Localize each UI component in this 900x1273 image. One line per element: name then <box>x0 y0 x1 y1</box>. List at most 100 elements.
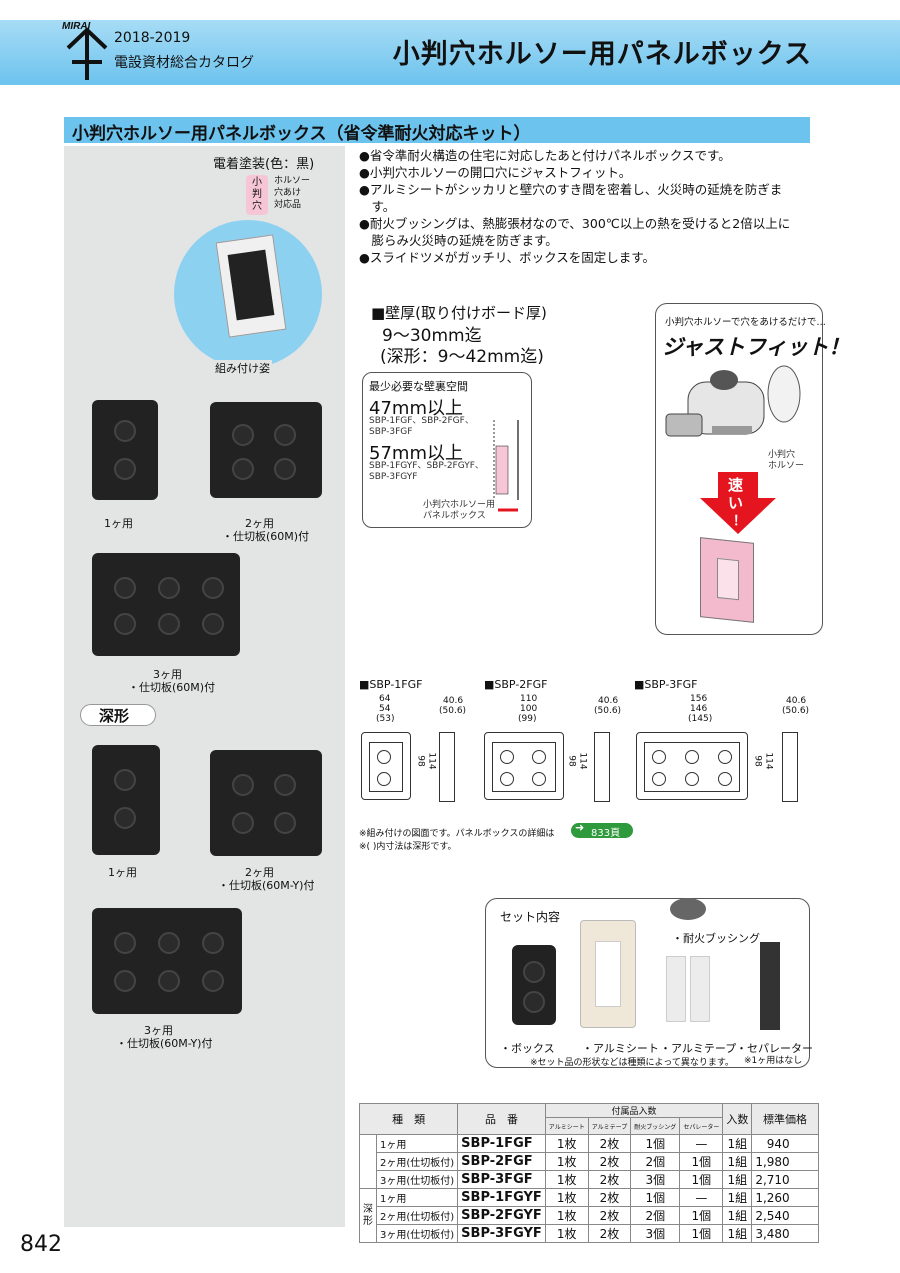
dim-w1: 64 <box>379 694 391 704</box>
just-fit-headline: ジャストフィット！ <box>662 335 850 359</box>
table-row: 3ヶ用(仕切板付) SBP-3FGF 1枚 2枚 3個 1個 1組 2,710 <box>360 1170 819 1189</box>
badge-text-line: 対応品 <box>274 200 302 210</box>
page-title: 小判穴ホルソー用パネルボックス <box>392 39 812 70</box>
cell-model: SBP-2FGF <box>457 1152 546 1171</box>
badge-text-line: ホルソー <box>274 176 311 186</box>
catalog-name: 電設資材総合カタログ <box>114 55 254 71</box>
knockout <box>377 772 391 786</box>
page-reference-link[interactable]: ➜ 833頁 <box>571 821 633 839</box>
dim-h1: 98 <box>752 755 763 767</box>
group-cell <box>359 1134 377 1189</box>
cell-price: 940 <box>751 1134 819 1153</box>
knockout <box>652 750 666 764</box>
set-item-sheet: ・アルミシート <box>582 1042 659 1055</box>
box-2gang-photo <box>210 402 322 498</box>
dim-w1: 110 <box>520 694 538 704</box>
drawing-sbp-2fgf: 110 100 (99) 98 114 40.6 (50.6) <box>484 694 624 814</box>
wall-space-models-2a: SBP-1FGYF、SBP-2FGYF、 <box>369 461 484 471</box>
cell-separator: 1個 <box>679 1206 724 1225</box>
header-band <box>0 20 900 85</box>
outline <box>484 732 564 800</box>
label-2gang: 2ヶ用 <box>245 517 274 530</box>
catalog-years: 2018-2019 <box>114 30 191 46</box>
knockout <box>532 772 546 786</box>
hole-saw-illustration <box>665 365 801 437</box>
dim-d1: 40.6 <box>598 696 619 706</box>
cell-bushing: 2個 <box>630 1206 681 1225</box>
sublabel-deep-2gang: ・仕切板(60M-Y)付 <box>218 879 315 892</box>
page-number: 842 <box>20 1232 62 1257</box>
dim-w2: 146 <box>690 704 708 714</box>
feature-item: ●スライドツメがガッチリ、ボックスを固定します。 <box>359 250 656 265</box>
label-deep-1gang: 1ヶ用 <box>108 866 137 879</box>
dim-h2: 114 <box>577 752 588 770</box>
set-aluminium-sheet-photo <box>580 920 636 1028</box>
dim-d2: (50.6) <box>439 706 467 716</box>
section-title: 小判穴ホルソー用パネルボックス（省令準耐火対応キット） <box>72 124 531 144</box>
knockout <box>685 772 699 786</box>
cell-type: 2ヶ用(仕切板付) <box>375 1152 459 1171</box>
drawing-title-3: ■SBP-3FGF <box>634 678 698 691</box>
set-aluminium-tape-photo <box>690 956 710 1022</box>
feature-list: ●省令準耐火構造の住宅に対応したあと付けパネルボックスです。 ●小判穴ホルソーの… <box>359 147 819 266</box>
feature-item: 膨らみ火災時の延焼を防ぎます。 <box>359 233 558 248</box>
knockout <box>718 772 732 786</box>
feature-item: ●省令準耐火構造の住宅に対応したあと付けパネルボックスです。 <box>359 148 731 163</box>
cell-separator: 1個 <box>679 1170 724 1189</box>
drawing-note-1: ※組み付けの図面です。パネルボックスの詳細は <box>359 829 555 839</box>
fitted-box-opening <box>717 557 739 601</box>
th-acc-separator: セパレーター <box>679 1117 724 1135</box>
drawing-sbp-1fgf: 64 54 (53) 98 114 40.6 (50.6) <box>359 694 466 814</box>
cell-model: SBP-3FGYF <box>457 1224 546 1243</box>
cell-qty: 1組 <box>722 1206 753 1225</box>
cell-price: 2,540 <box>751 1206 819 1225</box>
cell-model: SBP-3FGF <box>457 1170 546 1189</box>
feature-item: ●アルミシートがシッカリと壁穴のすき間を密着し、火災時の延焼を防ぎま <box>359 182 783 197</box>
cell-type: 3ヶ用(仕切板付) <box>375 1170 459 1189</box>
cell-bushing: 1個 <box>630 1134 681 1153</box>
set-item-separator: ・セパレーター <box>736 1042 813 1055</box>
separator-note: ※1ヶ用はなし <box>744 1056 803 1066</box>
cell-qty: 1組 <box>722 1170 753 1189</box>
cell-price: 1,980 <box>751 1152 819 1171</box>
price-table: 種 類 品 番 付属品入数 入数 標準価格 アルミシート アルミテープ 耐火ブッ… <box>358 1103 819 1243</box>
box-1gang-photo <box>92 400 158 500</box>
drawing-title-2: ■SBP-2FGF <box>484 678 548 691</box>
cell-bushing: 3個 <box>630 1224 681 1243</box>
arrow-right-icon: ➜ <box>575 821 585 834</box>
cell-tape: 2枚 <box>587 1188 632 1207</box>
dim-w3: (99) <box>518 714 537 724</box>
deep-tag-text: 深形 <box>99 707 130 725</box>
deep-tag <box>80 704 156 726</box>
wall-space-title: 最少必要な壁裏空間 <box>369 380 468 393</box>
cell-bushing: 2個 <box>630 1152 681 1171</box>
knockout <box>532 750 546 764</box>
mirai-logo: MIRAI <box>62 21 108 80</box>
knockout <box>652 772 666 786</box>
feature-item: す。 <box>359 199 396 214</box>
cell-price: 1,260 <box>751 1188 819 1207</box>
th-type: 種 類 <box>358 1103 459 1135</box>
sheet-opening <box>595 941 621 1007</box>
cell-tape: 2枚 <box>587 1134 632 1153</box>
badge-text-line: 穴あけ <box>274 188 302 198</box>
dim-d2: (50.6) <box>594 706 622 716</box>
table-row: 2ヶ用(仕切板付) SBP-2FGF 1枚 2枚 2個 1個 1組 1,980 <box>360 1152 819 1171</box>
th-acc-tape: アルミテープ <box>587 1117 632 1135</box>
cell-qty: 1組 <box>722 1134 753 1153</box>
inner-outline <box>644 742 740 792</box>
wall-space-value-2: 57mm以上 <box>369 443 463 464</box>
fast-arrow-char: い <box>728 494 744 512</box>
inner-outline <box>492 742 556 792</box>
dim-h2: 114 <box>763 752 774 770</box>
cell-sheet: 1枚 <box>544 1188 589 1207</box>
hole-saw-label-1: 小判穴 <box>768 450 796 460</box>
cell-type: 3ヶ用(仕切板付) <box>375 1224 459 1243</box>
wall-thickness-range: 9〜30mm迄 <box>382 326 482 346</box>
label-3gang: 3ヶ用 <box>153 668 182 681</box>
table-row: 深形 1ヶ用 SBP-1FGYF 1枚 2枚 1個 — 1組 1,260 <box>359 1188 819 1243</box>
inner-outline <box>369 742 403 792</box>
cell-separator: 1個 <box>679 1224 724 1243</box>
sublabel-deep-3gang: ・仕切板(60M-Y)付 <box>116 1037 213 1050</box>
fast-arrow-char: 速 <box>728 476 744 494</box>
